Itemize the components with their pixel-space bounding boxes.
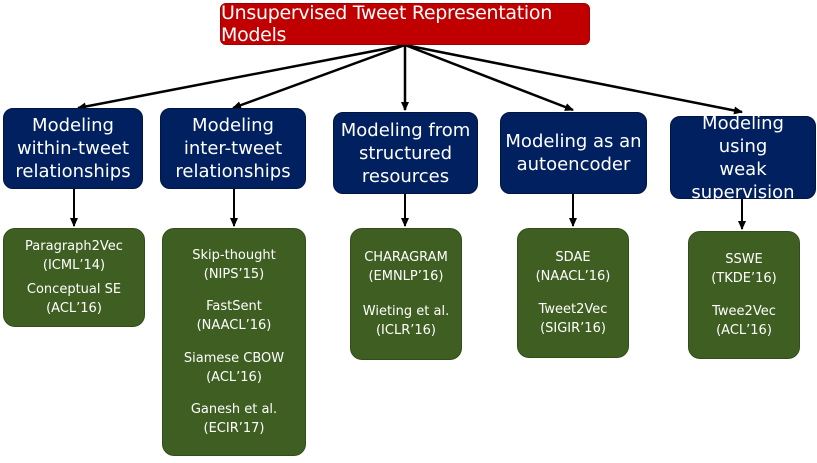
model-entry: Conceptual SE (ACL’16) (27, 280, 121, 318)
category-label-line: relationships (15, 161, 131, 182)
model-name: SSWE (725, 252, 763, 267)
category-weak-supervision: Modeling using weak supervision (670, 113, 816, 203)
category-label-line: Modeling as an (505, 131, 642, 152)
category-label-line: relationships (175, 161, 291, 182)
model-venue: (ACL’16) (46, 300, 102, 316)
model-name: SDAE (555, 249, 591, 265)
model-name: Siamese CBOW (183, 350, 285, 366)
model-entry: Twee2Vec (ACL’16) (712, 302, 776, 340)
model-venue: (TKDE’16) (711, 271, 777, 286)
model-name: Ganesh et al. (190, 401, 278, 417)
model-venue: (ICLR’16) (375, 322, 436, 338)
model-name: Skip-thought (192, 248, 276, 264)
edge-root-cat-4 (404, 43, 574, 112)
model-venue: (EMNLP’16) (368, 269, 444, 285)
model-venue: (ICML’14) (42, 258, 106, 274)
model-entry: Paragraph2Vec (ICML’14) (25, 237, 123, 275)
category-label-line: resources (361, 165, 450, 187)
model-venue: (SIGIR’16) (540, 321, 606, 337)
model-venue: (ACL’16) (206, 369, 262, 385)
category-label-line: within-tweet (16, 138, 130, 159)
root-node: Unsupervised Tweet Representation Models (220, 2, 590, 46)
model-venue: (ACL’16) (716, 323, 772, 338)
model-name: Tweet2Vec (538, 302, 608, 318)
model-venue: (ECIR’17) (203, 420, 265, 436)
model-entry: Skip-thought (NIPS’15) (192, 246, 275, 284)
category-label-line: weak (719, 158, 767, 180)
models-structured-resources: CHARAGRAM (EMNLP’16) Wieting et al. (ICL… (350, 228, 462, 360)
model-name: CHARAGRAM (364, 250, 448, 266)
model-name: Wieting et al. (362, 303, 450, 319)
edge-root-cat-1 (77, 43, 406, 111)
model-entry: Siamese CBOW (ACL’16) (184, 349, 284, 387)
category-autoencoder: Modeling as an autoencoder (500, 112, 647, 194)
models-autoencoder: SDAE (NAACL’16) Tweet2Vec (SIGIR’16) (517, 228, 629, 358)
edge-root-cat-2 (232, 43, 406, 110)
category-label-line: supervision (691, 181, 795, 203)
model-entry: SDAE (NAACL’16) (536, 248, 611, 286)
category-label-line: Modeling (192, 115, 274, 136)
category-label-line: Modeling (32, 115, 114, 136)
category-inter-tweet: Modeling inter-tweet relationships (160, 108, 306, 189)
models-within-tweet: Paragraph2Vec (ICML’14) Conceptual SE (A… (3, 228, 145, 327)
category-label-line: structured (358, 142, 453, 164)
model-entry: Ganesh et al. (ECIR’17) (191, 400, 277, 438)
model-entry: FastSent (NAACL’16) (197, 297, 272, 335)
category-structured-resources: Modeling from structured resources (333, 112, 478, 194)
models-weak-supervision: SSWE (TKDE’16) Twee2Vec (ACL’16) (688, 231, 800, 359)
category-label-line: Modeling using (702, 112, 784, 157)
model-entry: CHARAGRAM (EMNLP’16) (364, 248, 448, 286)
model-entry: Tweet2Vec (SIGIR’16) (539, 300, 608, 338)
model-name: Conceptual SE (26, 281, 122, 297)
models-inter-tweet: Skip-thought (NIPS’15) FastSent (NAACL’1… (162, 228, 306, 456)
model-entry: SSWE (TKDE’16) (711, 250, 777, 288)
model-name: Paragraph2Vec (25, 239, 123, 255)
model-entry: Wieting et al. (ICLR’16) (363, 302, 449, 340)
model-venue: (NAACL’16) (196, 318, 272, 334)
model-name: FastSent (206, 299, 262, 315)
category-within-tweet: Modeling within-tweet relationships (3, 108, 143, 189)
model-venue: (NAACL’16) (535, 268, 611, 284)
root-label: Unsupervised Tweet Representation Models (221, 2, 552, 46)
model-name: Twee2Vec (712, 304, 776, 319)
category-label-line: autoencoder (516, 154, 631, 175)
category-label-line: Modeling from (340, 119, 471, 141)
edge-root-cat-5 (404, 43, 743, 115)
model-venue: (NIPS’15) (203, 267, 265, 283)
category-label-line: inter-tweet (183, 138, 283, 159)
